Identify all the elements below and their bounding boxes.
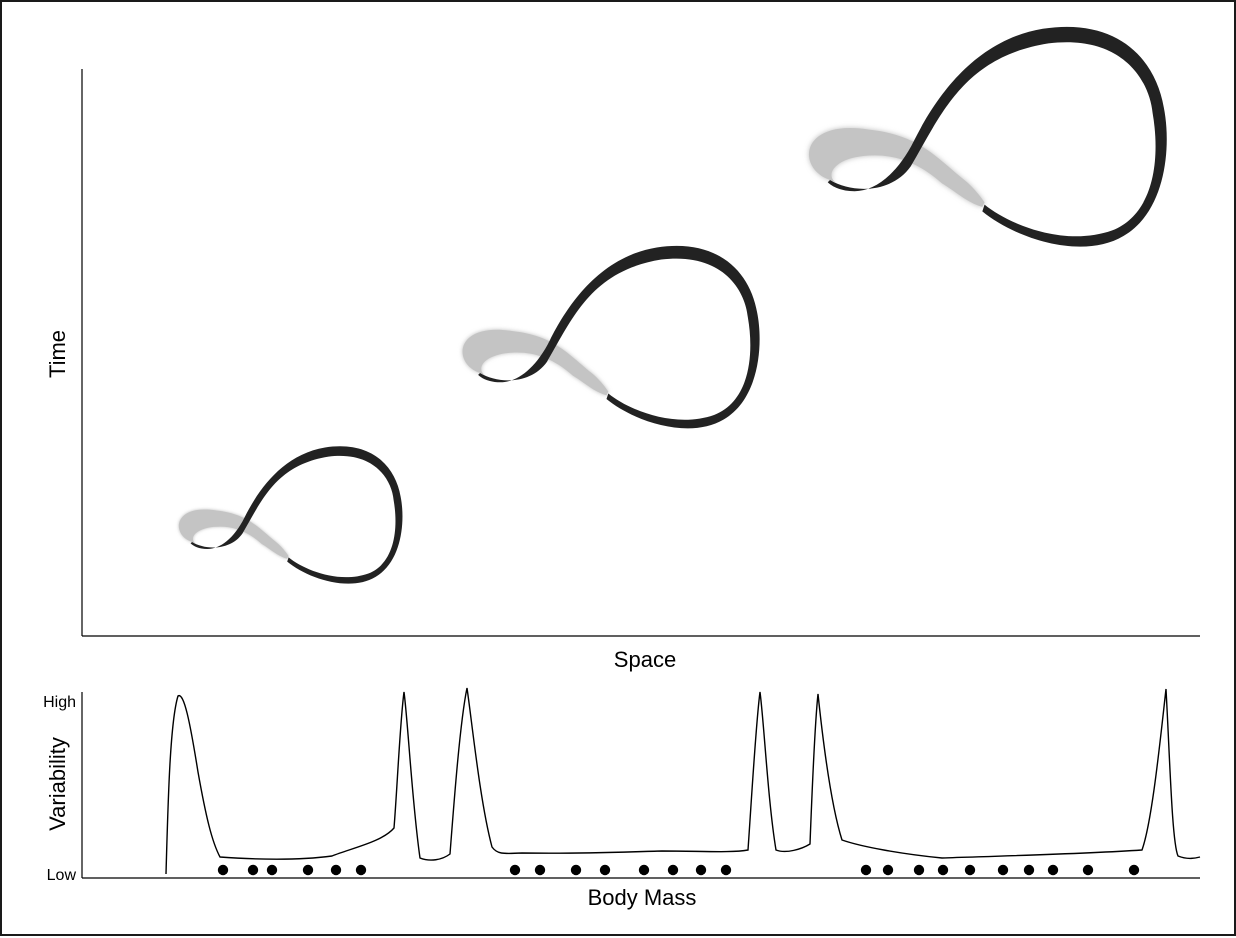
body-mass-dot <box>997 864 1009 876</box>
body-mass-dot <box>860 864 872 876</box>
body-mass-dot <box>1047 864 1059 876</box>
body-mass-axis-label: Body Mass <box>588 885 697 910</box>
body-mass-dot <box>266 864 278 876</box>
dot-group-1 <box>217 864 367 876</box>
time-axis-label: Time <box>45 330 70 378</box>
body-mass-dot <box>355 864 367 876</box>
body-mass-dot <box>882 864 894 876</box>
space-axis-label: Space <box>614 647 676 672</box>
body-mass-dot <box>217 864 229 876</box>
loop-small <box>179 446 403 583</box>
dot-group-3 <box>860 864 1140 876</box>
body-mass-dot <box>638 864 650 876</box>
body-mass-dot <box>964 864 976 876</box>
body-mass-dot <box>667 864 679 876</box>
body-mass-dot <box>937 864 949 876</box>
loop-medium <box>463 246 760 428</box>
body-mass-dot <box>913 864 925 876</box>
dot-group-2 <box>509 864 732 876</box>
body-mass-dot <box>302 864 314 876</box>
body-mass-dot <box>570 864 582 876</box>
variability-axis-label: Variability <box>45 737 70 831</box>
body-mass-dot <box>695 864 707 876</box>
body-mass-dot <box>330 864 342 876</box>
loop-large <box>809 27 1167 247</box>
body-mass-dot <box>534 864 546 876</box>
body-mass-dot <box>509 864 521 876</box>
variability-curve <box>165 687 1201 875</box>
body-mass-dot <box>247 864 259 876</box>
y-tick-high: High <box>43 694 76 711</box>
body-mass-dot <box>1082 864 1094 876</box>
body-mass-dot <box>1023 864 1035 876</box>
body-mass-dot <box>720 864 732 876</box>
y-tick-low: Low <box>47 867 77 884</box>
body-mass-dot <box>599 864 611 876</box>
body-mass-dot <box>1128 864 1140 876</box>
